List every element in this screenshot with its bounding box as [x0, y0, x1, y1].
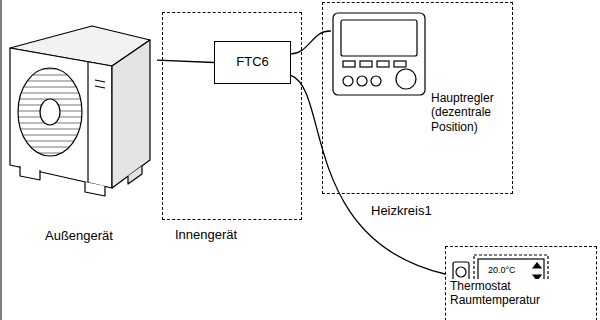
heating-circuit-frame: Heizkreis1Hauptregler (dezentrale Positi…: [322, 2, 513, 194]
text-holder: FTC6: [219, 54, 286, 70]
node-label: Hauptregler (dezentrale Position): [431, 91, 505, 134]
cable: [291, 75, 445, 274]
node-label: Außengerät: [5, 228, 153, 244]
indoor-unit-frame: InnengerätFTC6: [162, 12, 302, 220]
text-holder: Außengerät: [5, 228, 153, 244]
cable: [291, 31, 331, 54]
node-label: Thermostat Raumtemperatur: [450, 279, 570, 308]
cable: [157, 60, 214, 62]
node-label: Innengerät: [175, 227, 295, 243]
frame-line: [1, 0, 2, 320]
text-holder: Thermostat Raumtemperatur: [450, 279, 570, 308]
node-label: FTC6: [219, 54, 286, 70]
outdoor-unit-node: Außengerät: [5, 22, 157, 254]
thermostat-frame: Thermostat Raumtemperatur 20.0°C: [445, 246, 597, 320]
text-holder: Hauptregler (dezentrale Position): [431, 91, 505, 134]
text-holder: Innengerät: [175, 227, 295, 243]
controller-box: FTC6: [214, 41, 291, 84]
text-holder: Heizkreis1: [371, 203, 481, 219]
text-holder: 20.0°C: [488, 265, 532, 276]
display-reading: 20.0°C: [488, 265, 532, 276]
node-label: Heizkreis1: [371, 203, 481, 219]
main-controller-node: Hauptregler (dezentrale Position): [331, 9, 509, 159]
outdoor-unit: [10, 26, 150, 196]
main-controller: [333, 13, 425, 95]
